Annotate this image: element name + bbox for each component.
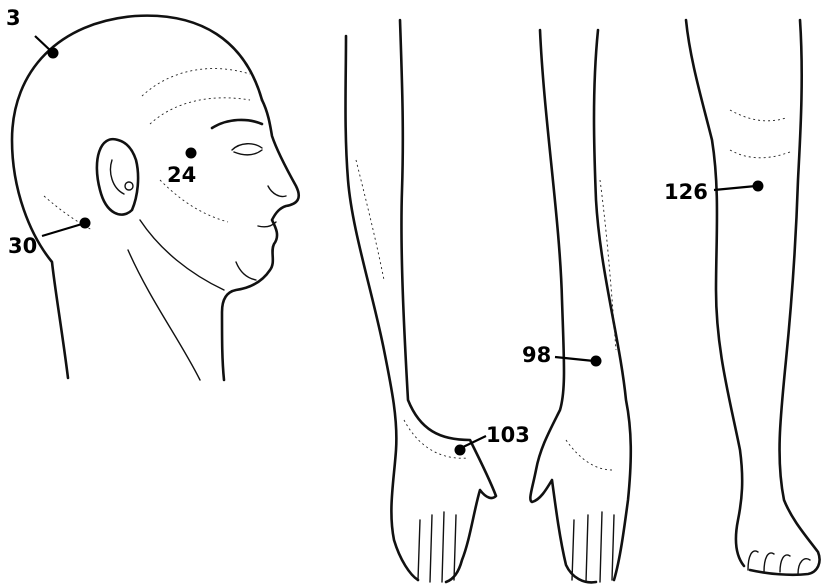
point-98: 98 [522,343,602,367]
arm-dorsal-drawing [346,20,497,582]
point-98-dot [591,356,602,367]
leg-drawing [686,20,820,575]
point-3-dot [48,48,59,59]
point-24: 24 [167,148,197,188]
head-profile-drawing [12,16,299,380]
arm-palmar-drawing [530,30,630,582]
point-98-label: 98 [522,343,551,367]
point-30: 30 [8,218,91,259]
point-24-dot [186,148,197,159]
point-126-label: 126 [664,180,708,204]
point-126-dot [753,181,764,192]
point-30-label: 30 [8,234,37,258]
point-3-label: 3 [6,6,21,30]
point-126: 126 [664,180,764,204]
point-24-label: 24 [167,163,196,187]
point-103-label: 103 [486,423,530,447]
point-103-dot [455,445,466,456]
point-3: 3 [6,6,59,59]
point-30-dot [80,218,91,229]
